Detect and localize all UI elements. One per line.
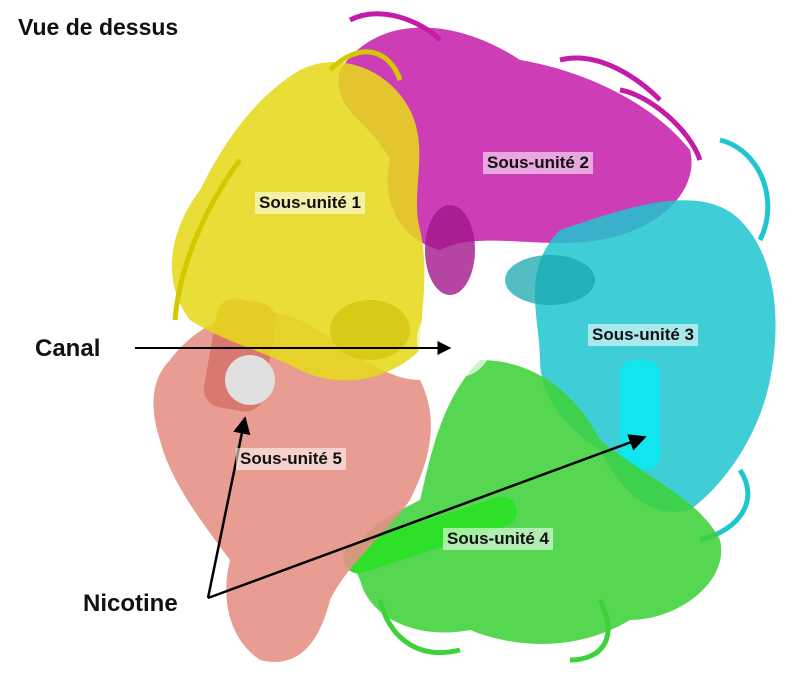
subunit-1-ribbon <box>171 49 425 381</box>
label-subunit-1: Sous-unité 1 <box>255 192 366 214</box>
label-subunit-3: Sous-unité 3 <box>588 324 699 346</box>
channel-label: Canal <box>35 335 101 362</box>
subunit-4-ribbon <box>343 360 722 663</box>
subunit-2-ribbon <box>338 11 703 295</box>
label-subunit-2: Sous-unité 2 <box>483 152 594 174</box>
label-subunit-4: Sous-unité 4 <box>443 528 554 550</box>
channel-pore <box>417 302 493 378</box>
label-subunit-5: Sous-unité 5 <box>236 448 347 470</box>
nicotine-label: Nicotine <box>83 590 178 617</box>
nicotine-arrow-2 <box>207 434 647 600</box>
figure-title: Vue de dessus <box>18 14 179 40</box>
